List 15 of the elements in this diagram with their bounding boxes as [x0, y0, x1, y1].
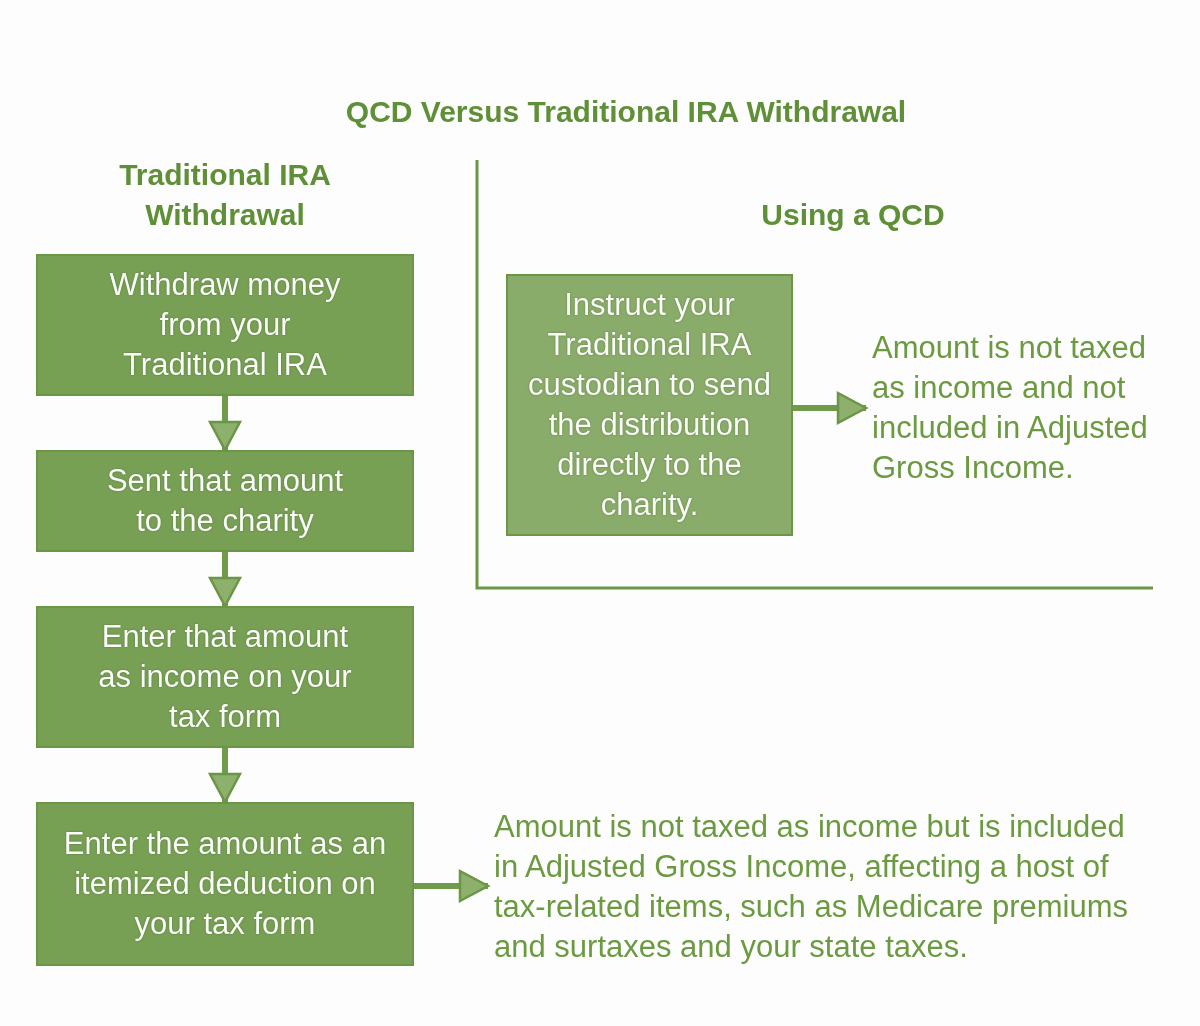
arrow [208, 396, 242, 452]
process-box: Enter that amount as income on your tax form [36, 606, 414, 748]
column-heading: Traditional IRA Withdrawal [118, 157, 332, 233]
arrow [208, 748, 242, 804]
arrow [793, 391, 868, 425]
process-box: Sent that amount to the charity [36, 450, 414, 552]
process-box: Withdraw money from your Traditional IRA [36, 254, 414, 396]
outcome-text: Amount is not taxed as income but is included in Adjusted Gross Income, affecting a host of tax-related items, such as Medicare premiums and surtaxes and your state taxes. [494, 806, 1142, 968]
arrow [414, 869, 490, 903]
diagram-title: QCD Versus Traditional IRA Withdrawal [344, 94, 908, 130]
arrow [208, 552, 242, 608]
process-box: Instruct your Traditional IRA custodian to send the distribution directly to the charity. [506, 274, 793, 536]
outcome-text: Amount is not taxed as income and not included in Adjusted Gross Income. [872, 326, 1177, 490]
process-box: Enter the amount as an itemized deduction on your tax form [36, 802, 414, 966]
column-heading: Using a QCD [760, 197, 946, 233]
